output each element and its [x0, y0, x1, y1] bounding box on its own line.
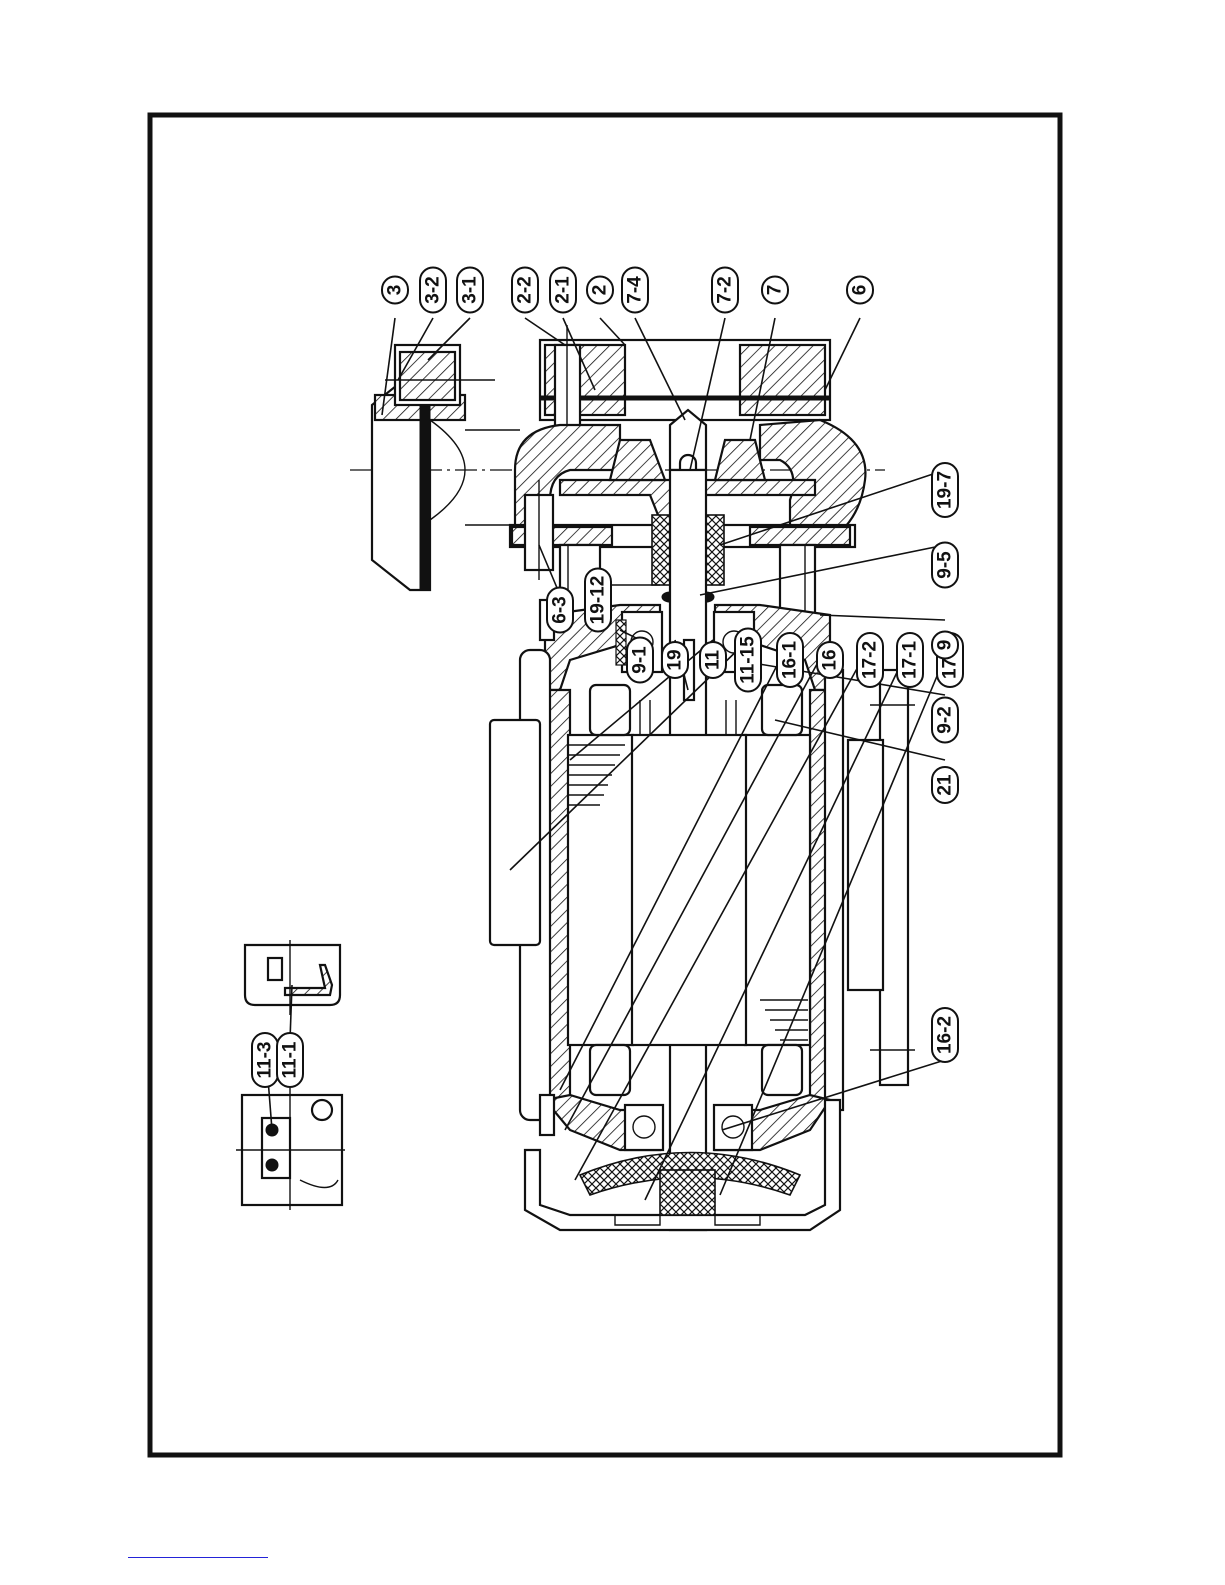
terminal-box: [490, 720, 540, 945]
callout-text: 6: [850, 285, 871, 296]
callout-9-2: 9-2: [932, 698, 958, 743]
callout-9: 9: [932, 632, 958, 659]
callout-16-2: 16-2: [932, 1008, 958, 1062]
callout-text: 3-2: [423, 276, 444, 303]
callout-19-12: 19-12: [585, 569, 611, 632]
callout-11: 11: [700, 642, 726, 678]
callout-6-3: 6-3: [547, 588, 573, 633]
callout-text: 16-1: [780, 641, 801, 679]
detail-terminal-board: [236, 1088, 345, 1210]
callout-text: 6-3: [550, 596, 571, 623]
callout-text: 7: [765, 285, 786, 296]
callout-9-5: 9-5: [932, 543, 958, 588]
callout-11-3: 11-3: [252, 1033, 278, 1087]
callout-text: 9-2: [935, 706, 956, 733]
callout-text: 19-7: [935, 471, 956, 509]
callout-text: 2-1: [553, 276, 574, 304]
rotor: [632, 735, 746, 1045]
callout-text: 11: [703, 650, 724, 671]
callout-21: 21: [932, 767, 958, 803]
callout-text: 2-2: [515, 276, 536, 303]
callout-text: 9-1: [630, 646, 651, 674]
callout-16: 16: [817, 642, 843, 678]
callout-text: 3: [385, 285, 406, 296]
callout-2-2: 2-2: [512, 268, 538, 313]
callout-19-7: 19-7: [932, 463, 958, 517]
callout-2-1: 2-1: [550, 268, 576, 313]
callout-text: 19-12: [588, 576, 609, 625]
callout-7: 7: [762, 277, 788, 304]
callout-3: 3: [382, 277, 408, 304]
callout-text: 11-3: [255, 1042, 276, 1079]
callout-11-1: 11-1: [277, 1033, 303, 1087]
callout-text: 17-2: [860, 641, 881, 679]
callout-text: 16-2: [935, 1016, 956, 1054]
callout-17-2: 17-2: [857, 633, 883, 687]
callout-text: 9: [935, 640, 956, 651]
callout-text: 2: [590, 285, 611, 296]
callout-text: 11-1: [280, 1041, 301, 1078]
callout-9-1: 9-1: [627, 638, 653, 683]
callout-2: 2: [587, 277, 613, 304]
callout-text: 7-2: [715, 276, 736, 303]
discharge-flange: [372, 345, 520, 590]
callout-16-1: 16-1: [777, 633, 803, 687]
footer-rule: [128, 1557, 268, 1558]
callout-17-1: 17-1: [897, 633, 923, 687]
callout-text: 16: [820, 649, 841, 670]
callout-text: 17-1: [900, 641, 921, 679]
callout-text: 11-15: [738, 636, 759, 684]
callout-text: 9-5: [935, 551, 956, 579]
callout-text: 19: [665, 649, 686, 670]
callout-11-15: 11-15: [735, 629, 761, 692]
motor-foot: [848, 670, 915, 1085]
callout-text: 7-4: [625, 276, 646, 304]
callout-text: 3-1: [460, 276, 481, 304]
callout-6: 6: [847, 277, 873, 304]
callout-3-1: 3-1: [457, 268, 483, 313]
callout-text: 21: [935, 774, 956, 796]
detail-terminal-cover: [245, 940, 340, 1015]
callout-7-2: 7-2: [712, 268, 738, 313]
callout-19: 19: [662, 642, 688, 678]
callout-7-4: 7-4: [622, 268, 648, 313]
callout-3-2: 3-2: [420, 268, 446, 313]
